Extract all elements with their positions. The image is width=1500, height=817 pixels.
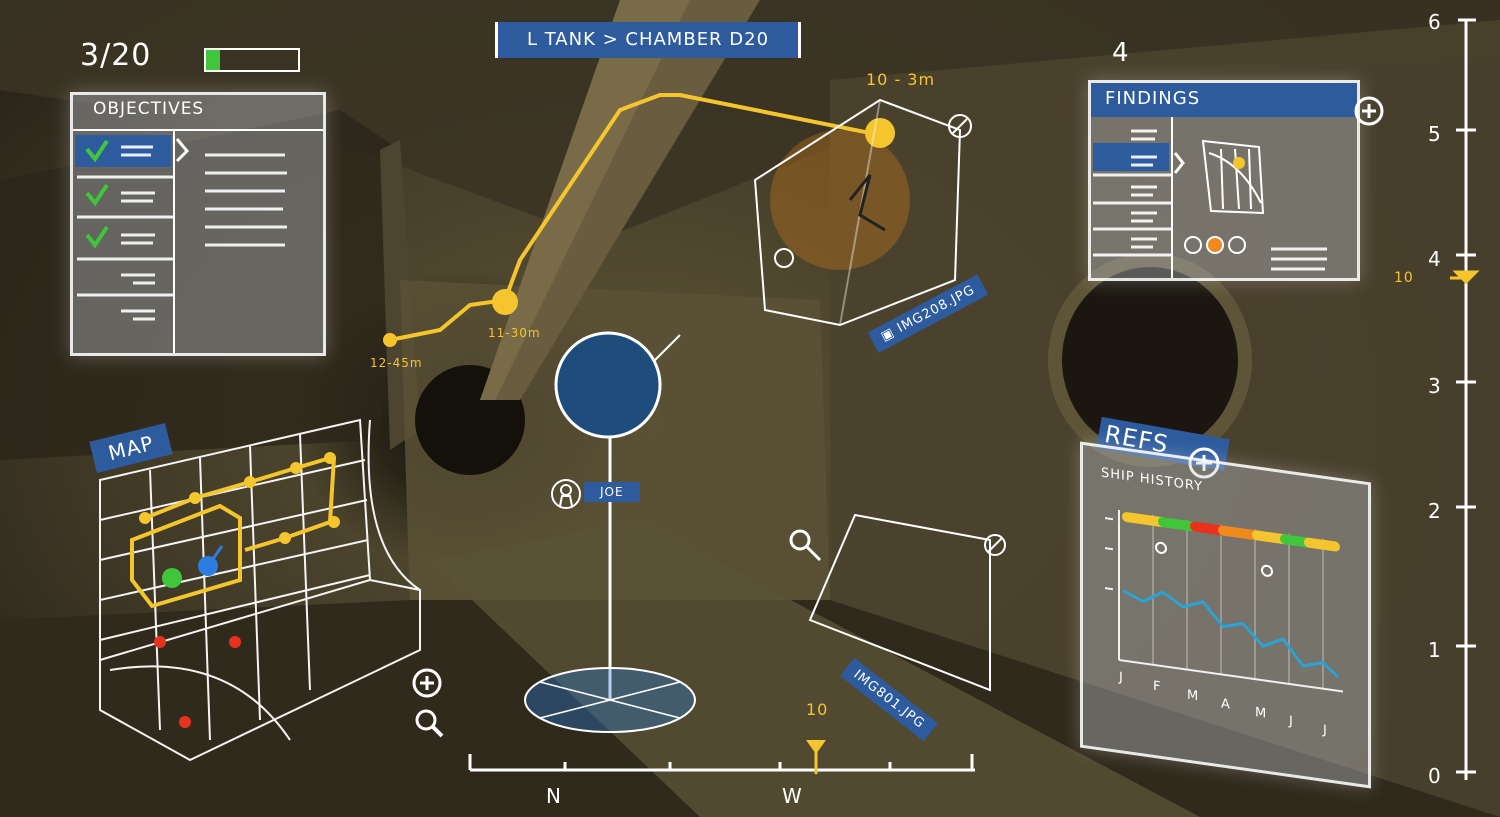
player-name-tag[interactable]: JOE <box>584 482 640 502</box>
depth-tick-label: 6 <box>1428 10 1441 34</box>
player-marker[interactable] <box>520 330 720 750</box>
compass-bar[interactable] <box>460 740 980 780</box>
progress-fill <box>206 50 220 70</box>
objectives-panel[interactable]: OBJECTIVES <box>70 92 326 356</box>
depth-marker-label: 10 <box>1394 270 1414 286</box>
close-icon <box>984 534 1006 556</box>
breadcrumb-text: L TANK > CHAMBER D20 <box>526 29 770 50</box>
depth-tick-label: 2 <box>1428 499 1441 523</box>
objectives-divider <box>73 129 323 131</box>
person-icon <box>551 479 581 509</box>
objectives-list[interactable] <box>73 95 323 353</box>
objectives-column-divider <box>173 129 175 353</box>
breadcrumb[interactable]: L TANK > CHAMBER D20 <box>495 22 801 58</box>
path-label-1: 12-45m <box>370 356 423 370</box>
refs-plus-icon[interactable] <box>1186 445 1222 481</box>
progress-bar <box>204 48 300 72</box>
depth-ruler[interactable] <box>1420 10 1500 790</box>
check-icon <box>85 139 109 249</box>
refs-panel[interactable]: SHIP HISTORY <box>1080 441 1371 789</box>
plus-icon[interactable] <box>1352 94 1386 128</box>
compass-marker-label: 10 <box>806 700 829 719</box>
map-view[interactable] <box>90 410 430 780</box>
findings-title: FINDINGS <box>1105 88 1201 109</box>
findings-column-divider <box>1171 117 1173 278</box>
compass-label-n: N <box>546 784 562 808</box>
path-label-3: 10 - 3m <box>866 70 936 89</box>
map-marker-green <box>162 568 182 588</box>
depth-tick-label: 4 <box>1428 247 1441 271</box>
search-icon <box>789 529 822 562</box>
finding-thumbnail[interactable] <box>1201 139 1265 215</box>
depth-marker[interactable] <box>1450 270 1480 285</box>
player-sphere <box>554 331 662 439</box>
findings-panel[interactable]: FINDINGS <box>1088 80 1360 281</box>
findings-list[interactable] <box>1091 83 1357 278</box>
ship-history-chart <box>1105 509 1343 693</box>
findings-header <box>1091 83 1357 117</box>
depth-tick-label: 3 <box>1428 374 1441 398</box>
findings-count: 4 <box>1112 38 1130 68</box>
depth-tick-label: 1 <box>1428 638 1441 662</box>
path-label-2: 11-30m <box>488 326 541 340</box>
close-icon <box>948 114 972 138</box>
compass-label-w: W <box>782 784 803 808</box>
depth-tick-label: 5 <box>1428 122 1441 146</box>
map-zoom-in-plus-icon[interactable] <box>410 666 444 700</box>
objectives-title: OBJECTIVES <box>93 99 205 119</box>
map-search-icon[interactable] <box>412 706 446 740</box>
depth-labels: 6 5 4 3 2 1 0 <box>1420 10 1450 790</box>
progress-count: 3/20 <box>80 38 152 73</box>
depth-tick-label: 0 <box>1428 764 1441 788</box>
